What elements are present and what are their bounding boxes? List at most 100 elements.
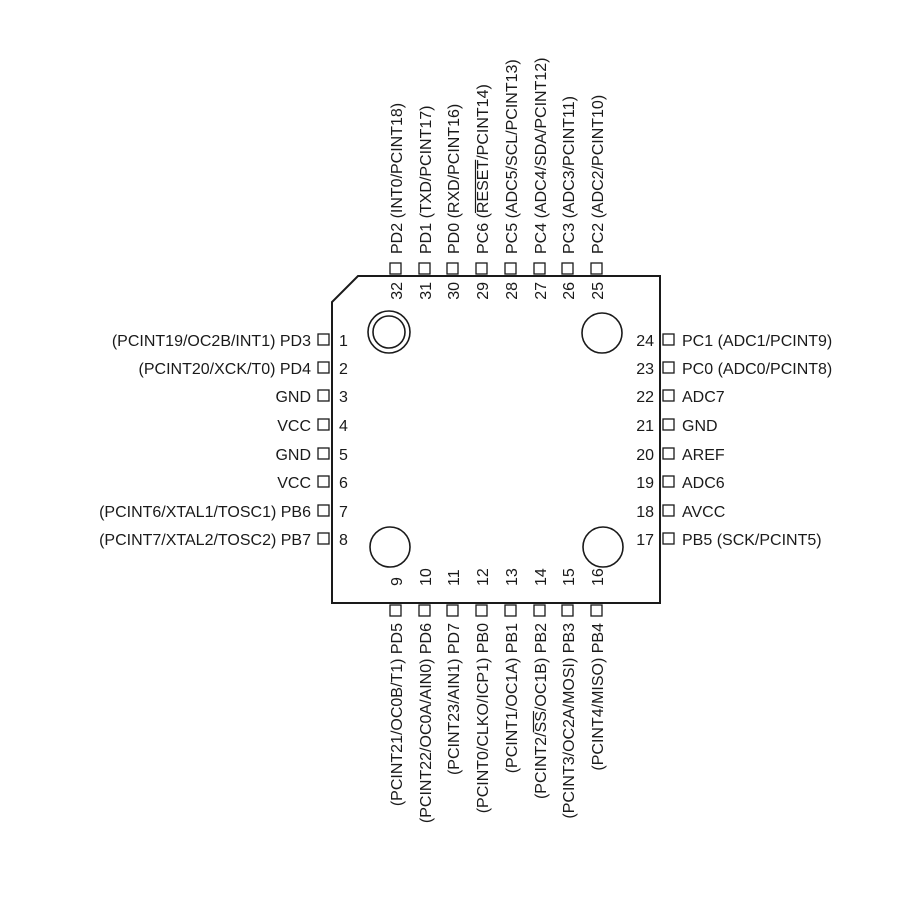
pin-number-9: 9 xyxy=(389,577,406,586)
pin-label-19: ADC6 xyxy=(682,475,725,492)
corner-mark-bottom-right xyxy=(582,526,624,568)
pin-number-4: 4 xyxy=(339,418,348,435)
pin-number-15: 15 xyxy=(561,568,578,586)
pin-box-12 xyxy=(475,604,488,617)
pin-label-14: (PCINT2/SS/OC1B) PB2 xyxy=(533,623,550,799)
pin-box-2 xyxy=(317,361,330,374)
pin-label-25: PC2 (ADC2/PCINT10) xyxy=(590,95,607,254)
pin-number-31: 31 xyxy=(418,282,435,300)
pin-number-10: 10 xyxy=(418,568,435,586)
pin-number-3: 3 xyxy=(339,389,348,406)
pin-box-7 xyxy=(317,504,330,517)
pin-number-32: 32 xyxy=(389,282,406,300)
pin-label-20: AREF xyxy=(682,447,725,464)
pin-box-1 xyxy=(317,333,330,346)
pin-box-25 xyxy=(590,262,603,275)
pin-label-23: PC0 (ADC0/PCINT8) xyxy=(682,361,832,378)
pin-box-23 xyxy=(662,361,675,374)
pin-number-19: 19 xyxy=(636,475,654,492)
pin-label-24: PC1 (ADC1/PCINT9) xyxy=(682,333,832,350)
pins-layer: 1 (PCINT19/OC2B/INT1) PD3 2 (PCINT20/XCK/T0… xyxy=(99,58,832,824)
pin-number-21: 21 xyxy=(636,418,654,435)
corner-mark-top-right xyxy=(581,312,623,354)
pin-label-21: GND xyxy=(682,418,718,435)
pin-label-1: (PCINT19/OC2B/INT1) PD3 xyxy=(112,333,311,350)
pin-label-17: PB5 (SCK/PCINT5) xyxy=(682,532,822,549)
pin-box-3 xyxy=(317,389,330,402)
corner-mark-bottom-left xyxy=(369,526,411,568)
pin-box-11 xyxy=(446,604,459,617)
pin-label-5: GND xyxy=(275,447,311,464)
chip-package-body xyxy=(331,275,661,604)
pin-label-3: GND xyxy=(275,389,311,406)
pin-label-26: PC3 (ADC3/PCINT11) xyxy=(561,96,578,254)
pin-box-32 xyxy=(389,262,402,275)
pin-number-14: 14 xyxy=(533,568,550,586)
pin-label-32: PD2 (INT0/PCINT18) xyxy=(389,103,406,254)
pin-number-24: 24 xyxy=(636,333,654,350)
pin1-indicator-inner xyxy=(372,315,406,349)
pin-number-16: 16 xyxy=(590,568,607,586)
pin-label-15: (PCINT3/OC2A/MOSI) PB3 xyxy=(561,623,578,819)
pin-box-17 xyxy=(662,532,675,545)
pin-label-30: PD0 (RXD/PCINT16) xyxy=(446,104,463,254)
pin-number-5: 5 xyxy=(339,447,348,464)
pin-number-26: 26 xyxy=(561,282,578,300)
pin-number-11: 11 xyxy=(446,569,463,586)
pin-number-12: 12 xyxy=(475,568,492,586)
pin-box-27 xyxy=(533,262,546,275)
pin-box-26 xyxy=(561,262,574,275)
pin-box-30 xyxy=(446,262,459,275)
pin-box-19 xyxy=(662,475,675,488)
pin-label-22: ADC7 xyxy=(682,389,725,406)
pin-label-29: PC6 (RESET/PCINT14) xyxy=(475,84,492,254)
pin-label-9: (PCINT21/OC0B/T1) PD5 xyxy=(389,623,406,806)
pin-label-11: (PCINT23/AIN1) PD7 xyxy=(446,623,463,775)
pin-box-21 xyxy=(662,418,675,431)
pin-box-6 xyxy=(317,475,330,488)
pin-box-10 xyxy=(418,604,431,617)
pin-box-13 xyxy=(504,604,517,617)
pin-number-18: 18 xyxy=(636,504,654,521)
pin-box-16 xyxy=(590,604,603,617)
pin-number-2: 2 xyxy=(339,361,348,378)
pin-number-8: 8 xyxy=(339,532,348,549)
pin-label-27: PC4 (ADC4/SDA/PCINT12) xyxy=(533,58,550,255)
pin-box-14 xyxy=(533,604,546,617)
pin-label-12: (PCINT0/CLKO/ICP1) PB0 xyxy=(475,623,492,813)
pin-label-13: (PCINT1/OC1A) PB1 xyxy=(504,623,521,773)
pin-label-16: (PCINT4/MISO) PB4 xyxy=(590,623,607,771)
pin-box-31 xyxy=(418,262,431,275)
pin-number-1: 1 xyxy=(339,333,348,350)
pin-box-15 xyxy=(561,604,574,617)
pin-box-29 xyxy=(475,262,488,275)
pin-box-28 xyxy=(504,262,517,275)
pin-number-7: 7 xyxy=(339,504,348,521)
pin-number-20: 20 xyxy=(636,447,654,464)
pin-number-22: 22 xyxy=(636,389,654,406)
pin-number-6: 6 xyxy=(339,475,348,492)
pin-box-4 xyxy=(317,418,330,431)
pin-box-8 xyxy=(317,532,330,545)
pin-box-24 xyxy=(662,333,675,346)
pin-number-30: 30 xyxy=(446,282,463,300)
pin-label-28: PC5 (ADC5/SCL/PCINT13) xyxy=(504,59,521,254)
pin-box-5 xyxy=(317,447,330,460)
pin-label-8: (PCINT7/XTAL2/TOSC2) PB7 xyxy=(99,532,311,549)
pin-number-23: 23 xyxy=(636,361,654,378)
pin-label-10: (PCINT22/OC0A/AIN0) PD6 xyxy=(418,623,435,823)
pin-label-18: AVCC xyxy=(682,504,725,521)
pin-box-20 xyxy=(662,447,675,460)
pin-number-29: 29 xyxy=(475,282,492,300)
pin-label-6: VCC xyxy=(277,475,311,492)
pin-box-18 xyxy=(662,504,675,517)
pin-number-27: 27 xyxy=(533,282,550,300)
pin-number-28: 28 xyxy=(504,282,521,300)
pin-number-13: 13 xyxy=(504,568,521,586)
pin-label-31: PD1 (TXD/PCINT17) xyxy=(418,106,435,254)
pin-label-7: (PCINT6/XTAL1/TOSC1) PB6 xyxy=(99,504,311,521)
pin-number-17: 17 xyxy=(636,532,654,549)
pin-label-2: (PCINT20/XCK/T0) PD4 xyxy=(139,361,312,378)
pin-box-9 xyxy=(389,604,402,617)
